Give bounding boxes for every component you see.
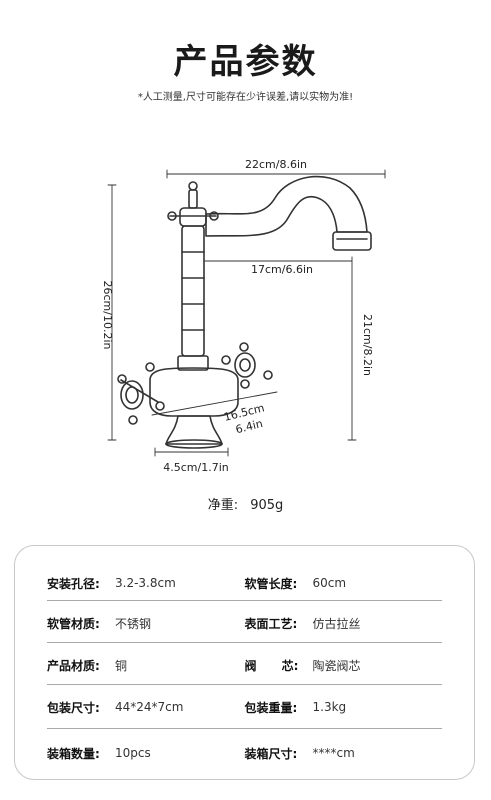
spec-value: 铜	[115, 658, 128, 673]
dim-reach-label: 17cm/6.6in	[251, 263, 313, 276]
net-weight-label: 净重:	[207, 498, 239, 513]
dim-spout-height-line	[347, 264, 357, 441]
spec-label: 软管材质:	[47, 616, 100, 631]
dim-height-label: 26cm/10.2in	[101, 281, 114, 350]
spec-value: 44*24*7cm	[115, 700, 184, 714]
spec-label: 包装重量:	[244, 700, 298, 715]
spec-divider	[47, 684, 442, 685]
spec-label: 安装孔径:	[47, 576, 100, 591]
net-weight-value: 905g	[250, 498, 284, 513]
dim-width-line	[166, 169, 386, 179]
spec-label: 阀 芯:	[244, 658, 299, 673]
spec-label: 包装尺寸:	[47, 700, 100, 715]
spec-divider	[47, 642, 442, 643]
dim-base-label: 4.5cm/1.7in	[163, 461, 229, 474]
right-cross-handle	[221, 342, 273, 389]
spec-row: 装箱数量: 10pcs 装箱尺寸: ****cm	[47, 732, 442, 774]
spec-label: 软管长度:	[244, 576, 298, 591]
spec-row: 产品材质: 铜 阀 芯: 陶瓷阀芯	[47, 644, 442, 686]
spec-value: ****cm	[312, 746, 355, 760]
spec-label: 装箱数量:	[47, 746, 100, 761]
dim-handle-span-in-label: 6.4in	[234, 417, 264, 436]
dim-height-line	[107, 184, 117, 441]
spec-divider	[47, 600, 442, 601]
spec-row: 安装孔径: 3.2-3.8cm 软管长度: 60cm	[47, 562, 442, 604]
spec-value: 1.3kg	[312, 700, 347, 714]
spec-divider	[47, 728, 442, 729]
spec-value: 陶瓷阀芯	[312, 658, 361, 673]
spec-row: 包装尺寸: 44*24*7cm 包装重量: 1.3kg	[47, 686, 442, 728]
spout-tip	[332, 231, 372, 251]
dim-reach-line	[204, 256, 353, 266]
spec-value: 10pcs	[115, 746, 151, 760]
spout	[205, 175, 368, 237]
spec-value: 不锈钢	[115, 616, 152, 631]
dim-spout-height-label: 21cm/8.2in	[361, 314, 374, 376]
spec-label: 装箱尺寸:	[244, 746, 298, 761]
spec-label: 表面工艺:	[244, 616, 298, 631]
left-cross-handle	[117, 362, 165, 425]
spec-row: 软管材质: 不锈钢 表面工艺: 仿古拉丝	[47, 602, 442, 644]
faucet-dimension-drawing: 22cm/8.6in 17cm/6.6in 26cm/10.2in 21cm/8…	[101, 158, 386, 474]
dim-base-line	[154, 447, 229, 457]
spec-card: 安装孔径: 3.2-3.8cm 软管长度: 60cm 软管材质: 不锈钢 表面工艺: 仿…	[14, 545, 475, 780]
faucet-body	[149, 367, 239, 417]
dim-handle-span-line	[151, 391, 278, 416]
faucet-column	[177, 225, 209, 371]
top-cross-handle	[167, 181, 219, 227]
net-weight: 净重: 905g	[0, 494, 491, 513]
spec-value: 3.2-3.8cm	[115, 576, 176, 590]
measurement-note: *人工测量,尺寸可能存在少许误差,请以实物为准!	[137, 92, 354, 103]
spec-value: 仿古拉丝	[312, 616, 361, 631]
page-title: 产品参数	[173, 42, 318, 82]
dim-width-label: 22cm/8.6in	[245, 158, 307, 171]
spec-value: 60cm	[312, 576, 347, 590]
spec-label: 产品材质:	[47, 658, 100, 673]
